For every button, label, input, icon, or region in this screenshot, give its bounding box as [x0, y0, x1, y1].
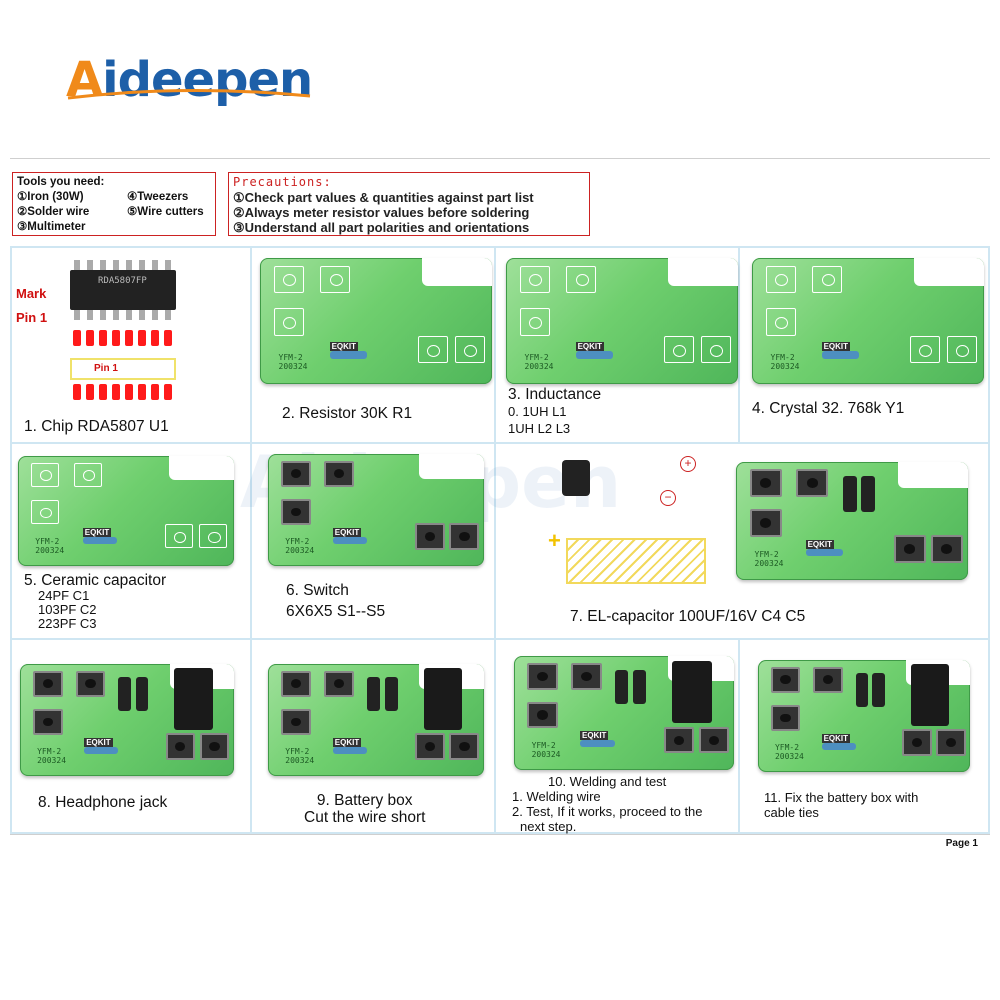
- logo-swoosh-icon: [67, 88, 311, 100]
- pad-marker: [138, 384, 146, 400]
- tool-item: ⑤Wire cutters: [127, 206, 204, 218]
- chip-pin: [100, 310, 106, 320]
- tool-item: ②Solder wire: [17, 206, 90, 218]
- pad-marker: [112, 330, 120, 346]
- chip-marking: RDA5807FP: [98, 276, 147, 286]
- footer-divider: [10, 834, 990, 835]
- plus-mark-icon: +: [548, 528, 561, 553]
- chip-pin: [87, 260, 93, 270]
- precautions-box: Precautions: ①Check part values & quanti…: [228, 172, 590, 236]
- pad-marker: [86, 384, 94, 400]
- steps-grid: [10, 246, 990, 834]
- pin1-label: Pin 1: [16, 310, 48, 325]
- chip-pin: [126, 310, 132, 320]
- pad-marker: [164, 384, 172, 400]
- chip-pin: [113, 260, 119, 270]
- pad-marker: [99, 330, 107, 346]
- polarity-footprint: [566, 538, 706, 584]
- pad-marker: [125, 384, 133, 400]
- chip-pin: [113, 310, 119, 320]
- step-5-label: 5. Ceramic capacitor 24PF C1 103PF C2 22…: [24, 572, 167, 631]
- minus-icon: −: [660, 490, 676, 506]
- tool-item: ③Multimeter: [17, 221, 86, 233]
- pad-marker: [164, 330, 172, 346]
- step-6-label: 6. Switch 6X6X5 S1--S5: [286, 582, 386, 620]
- tools-title: Tools you need:: [17, 176, 105, 188]
- step-8-label: 8. Headphone jack: [38, 794, 168, 811]
- chip-pin: [139, 260, 145, 270]
- mark-label: Mark: [16, 286, 47, 301]
- precaution-line: ②Always meter resistor values before sol…: [233, 205, 530, 220]
- precaution-line: ③Understand all part polarities and orie…: [233, 220, 530, 235]
- pin1-inner-label: Pin 1: [94, 363, 118, 374]
- aideepen-logo: Aideepen: [66, 52, 313, 108]
- pad-marker: [138, 330, 146, 346]
- step-10-label: 10. Welding and test 1. Welding wire 2. …: [512, 774, 703, 834]
- step-4-label: 4. Crystal 32. 768k Y1: [752, 400, 905, 417]
- pad-marker: [99, 384, 107, 400]
- chip-pin: [139, 310, 145, 320]
- chip-image: RDA5807FP: [70, 270, 176, 310]
- precaution-line: ①Check part values & quantities against …: [233, 190, 534, 205]
- pad-marker: [125, 330, 133, 346]
- tools-box: Tools you need: ①Iron (30W) ④Tweezers ②So…: [12, 172, 216, 236]
- chip-pin: [165, 310, 171, 320]
- pad-marker: [86, 330, 94, 346]
- chip-pin: [126, 260, 132, 270]
- chip-pin: [152, 310, 158, 320]
- pad-marker: [73, 330, 81, 346]
- plus-icon: +: [680, 456, 696, 472]
- step-2-label: 2. Resistor 30K R1: [282, 405, 413, 422]
- precautions-title: Precautions:: [233, 175, 332, 189]
- step-7-label: 7. EL-capacitor 100UF/16V C4 C5: [570, 608, 806, 625]
- tool-item: ④Tweezers: [127, 191, 189, 203]
- pad-marker: [151, 330, 159, 346]
- chip-pin: [87, 310, 93, 320]
- step-11-label: 11. Fix the battery box with cable ties: [764, 790, 919, 820]
- chip-pin: [165, 260, 171, 270]
- pad-marker: [73, 384, 81, 400]
- page-number: Page 1: [945, 838, 978, 849]
- pad-marker: [151, 384, 159, 400]
- chip-footprint: [70, 358, 176, 380]
- tool-item: ①Iron (30W): [17, 191, 84, 203]
- chip-pin: [152, 260, 158, 270]
- chip-pin: [74, 260, 80, 270]
- step-9-label: 9. Battery box Cut the wire short: [304, 792, 426, 826]
- el-capacitor-image: [562, 460, 590, 496]
- divider: [10, 158, 990, 159]
- chip-pin: [74, 310, 80, 320]
- chip-pin: [100, 260, 106, 270]
- step-3-label: 3. Inductance 0. 1UH L1 1UH L2 L3: [508, 386, 602, 436]
- step-1-label: 1. Chip RDA5807 U1: [24, 418, 169, 435]
- pad-marker: [112, 384, 120, 400]
